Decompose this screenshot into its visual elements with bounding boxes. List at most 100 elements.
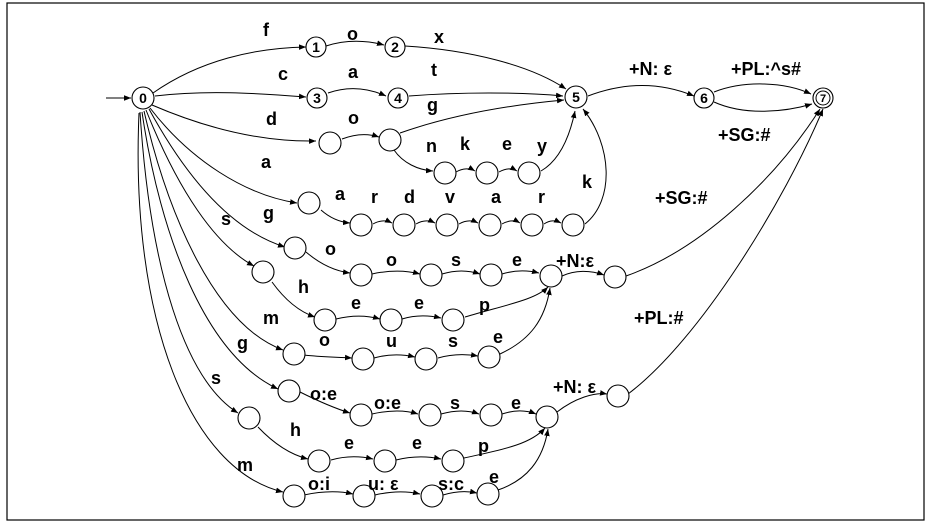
- edge-m2-m3: [373, 352, 416, 359]
- label-goose-s: s: [451, 250, 461, 270]
- edge-3-4: [327, 88, 387, 97]
- state-ig3: [418, 403, 442, 427]
- label-dog-d: d: [266, 109, 277, 129]
- label-goose-o1: o: [325, 239, 336, 259]
- edge-sh3-sh4: [401, 313, 442, 320]
- edge-I-N2: [556, 390, 608, 413]
- edge-m3-m4: [437, 352, 479, 359]
- label-irr-e1: e: [511, 393, 521, 413]
- state-a7: [561, 213, 585, 237]
- state-6-label: 6: [700, 90, 708, 106]
- state-a3: [392, 213, 416, 237]
- label-irr-u: u: ε: [368, 474, 399, 494]
- state-is2: [307, 449, 331, 473]
- state-0-label: 0: [139, 90, 147, 106]
- edge-0-a1: [149, 107, 298, 205]
- state-sh1: [251, 260, 275, 284]
- label-fox-f: f: [263, 20, 270, 40]
- edge-is3-is4: [395, 454, 442, 461]
- state-3: [306, 87, 328, 109]
- state-m1: [282, 342, 306, 366]
- label-irr-e3: e: [412, 433, 422, 453]
- label-irr-o2: o:e: [374, 393, 401, 413]
- state-7-final-ring: [815, 90, 831, 106]
- label-irr-h: h: [290, 420, 301, 440]
- edge-0-sh1: [145, 109, 255, 267]
- state-im2: [352, 484, 376, 508]
- state-3-label: 3: [313, 90, 321, 106]
- label-pl: +PL:^s#: [731, 59, 801, 79]
- edges: [106, 40, 824, 496]
- label-aard-v: v: [445, 187, 455, 207]
- edge-a4-a5: [458, 217, 479, 225]
- edge-im4-I: [497, 428, 550, 491]
- state-don1: [433, 161, 457, 185]
- label-aard-a2: a: [335, 184, 346, 204]
- state-numbers: 0 1 2 3 4 5 6 7: [139, 39, 826, 106]
- label-reg-n: +N:ε: [556, 251, 595, 271]
- label-donkey-n: n: [426, 136, 437, 156]
- state-5-label: 5: [572, 89, 580, 105]
- state-a6: [520, 213, 544, 237]
- edge-don3-5: [540, 110, 577, 172]
- state-N: [603, 265, 627, 289]
- label-sg-1: +SG:#: [718, 125, 771, 145]
- edge-4-5: [408, 92, 564, 99]
- edge-a7-5: [582, 108, 607, 225]
- state-4: [387, 87, 409, 109]
- label-pl-2: +PL:#: [634, 308, 684, 328]
- state-sh4: [441, 308, 465, 332]
- edge-1-2: [325, 40, 385, 47]
- state-m4: [477, 345, 501, 369]
- edge-N-7: [625, 108, 821, 277]
- label-sheep-e2: e: [414, 293, 424, 313]
- state-g3: [419, 263, 443, 287]
- edge-6-7-sg: [713, 101, 813, 112]
- label-irr-e2: e: [344, 433, 354, 453]
- edge-sh4-R: [464, 286, 549, 318]
- state-5: [564, 85, 588, 109]
- label-irr-o1: o:e: [310, 384, 337, 404]
- edge-g2-g3: [371, 269, 421, 275]
- edge-0-3: [154, 92, 307, 100]
- state-N2: [606, 384, 630, 408]
- edge-2-5: [404, 45, 567, 90]
- state-0: [131, 86, 155, 110]
- state-m3: [414, 347, 438, 371]
- label-donkey-k: k: [460, 134, 471, 154]
- state-ig2: [349, 403, 373, 427]
- state-I: [535, 405, 559, 429]
- edge-0-ig1: [141, 111, 279, 390]
- label-mouse-e: e: [493, 327, 503, 347]
- state-is1: [237, 406, 261, 430]
- label-cat-c: c: [278, 64, 288, 84]
- figure-frame: [6, 2, 925, 521]
- label-donkey-e: e: [502, 134, 512, 154]
- state-a2: [349, 213, 373, 237]
- state-R: [539, 264, 563, 288]
- label-donkey-y: y: [537, 136, 547, 156]
- edge-is4-I: [463, 427, 546, 459]
- label-aard-r2: r: [538, 187, 545, 207]
- label-sheep-e1: e: [351, 293, 361, 313]
- state-dog1: [318, 131, 342, 155]
- label-mouse-o: o: [319, 330, 330, 350]
- label-aard-d: d: [404, 187, 415, 207]
- edge-0-g1: [148, 108, 286, 248]
- state-a1: [297, 191, 321, 215]
- label-cat-t: t: [431, 60, 437, 80]
- edge-ig2-ig3: [371, 409, 419, 415]
- label-aard-r1: r: [371, 187, 378, 207]
- edge-0-m1: [143, 110, 284, 351]
- state-ig1: [277, 379, 301, 403]
- state-don2: [475, 161, 499, 185]
- label-aard-a3: a: [491, 187, 502, 207]
- edge-R-N: [561, 270, 605, 277]
- state-ig4: [479, 403, 503, 427]
- edge-a1-a2: [320, 209, 351, 226]
- label-mouse-s: s: [448, 331, 458, 351]
- label-goose-o2: o: [386, 250, 397, 270]
- edge-0-dog1: [151, 104, 317, 144]
- label-irr-e4: e: [489, 467, 499, 487]
